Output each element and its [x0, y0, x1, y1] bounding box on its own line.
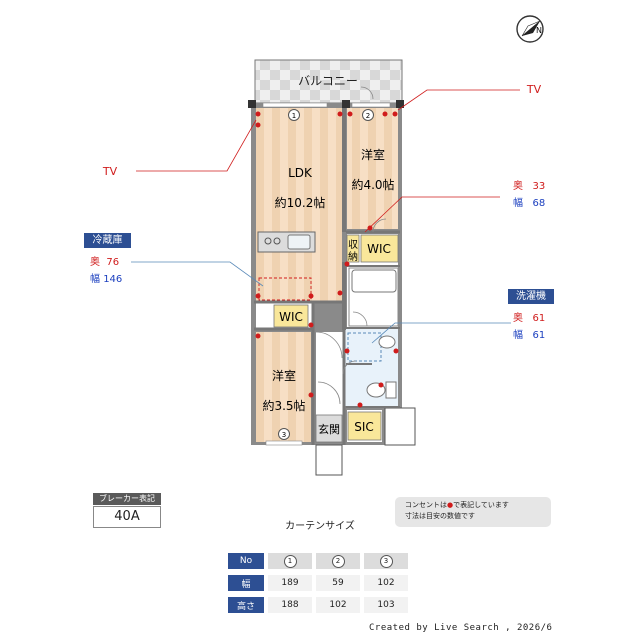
tv-right-label: TV: [526, 83, 542, 96]
western-room-1-floor: [347, 108, 398, 229]
balcony-area: [254, 59, 403, 104]
balcony-label: バルコニー: [298, 74, 358, 88]
bathtub: [351, 269, 397, 293]
storage-closet: [346, 234, 360, 263]
svg-text:N: N: [536, 26, 542, 35]
storage-label-1: 収: [348, 239, 358, 251]
entrance-label: 玄関: [318, 422, 340, 436]
room-dims-leader: [364, 196, 500, 233]
fridge-spot: [258, 277, 312, 301]
wic-1-label: WIC: [367, 242, 391, 256]
washer-spot: [347, 332, 382, 362]
breaker-label: ブレーカー表記: [93, 493, 161, 505]
table-row: 高さ 188 102 103: [228, 597, 408, 613]
wic-2: [273, 304, 309, 328]
breaker-value: 40A: [93, 506, 161, 528]
western-room-2-floor: [256, 332, 311, 442]
washer-title: 洗濯機: [508, 289, 554, 304]
ldk-size: 約10.2帖: [275, 195, 326, 210]
fridge-title: 冷蔵庫: [84, 233, 131, 248]
storage-label-2: 納: [348, 250, 358, 263]
window-marker-2: 2: [362, 109, 374, 121]
western-room-2-name: 洋室: [272, 368, 296, 383]
ldk-name: LDK: [288, 166, 313, 180]
tv-left-label: TV: [102, 165, 118, 178]
svg-text:2: 2: [366, 112, 370, 120]
western-room-1-size: 約4.0帖: [351, 177, 394, 192]
wic-1: [360, 234, 399, 263]
washer-leader: [371, 322, 511, 344]
tv-left-leader: [136, 119, 257, 172]
svg-text:3: 3: [282, 431, 286, 439]
sink: [378, 335, 396, 349]
window-marker-3: 3: [278, 428, 290, 440]
table-row: 幅 189 59 102: [228, 575, 408, 591]
room-dims-note: 奥 33 幅 68: [513, 181, 546, 209]
ldk-floor: [256, 108, 342, 301]
wic-2-label: WIC: [279, 310, 303, 324]
fridge-leader: [131, 261, 264, 287]
curtain-title: カーテンサイズ: [285, 521, 355, 532]
entrance: [315, 414, 343, 443]
svg-text:1: 1: [292, 112, 296, 120]
fridge-dims: 奥 76 幅 146: [90, 257, 123, 285]
western-room-1-name: 洋室: [361, 147, 385, 162]
window-marker-1: 1: [288, 109, 300, 121]
legend-note: コンセントは●で表記しています 寸法は目安の数値です: [395, 497, 551, 527]
western-room-2-size: 約3.5帖: [262, 398, 305, 413]
tv-right-leader: [397, 89, 520, 111]
curtain-table: No 1 2 3 幅 189 59 102 高さ 188 102 103: [224, 547, 412, 619]
table-row: No 1 2 3: [228, 553, 408, 569]
credit-line: Created by Live Search , 2026/6: [369, 623, 553, 633]
compass-icon: N: [516, 15, 544, 43]
washer-dims: 奥 61 幅 61: [513, 313, 546, 341]
sic: [347, 411, 382, 441]
outlet-icon: ●: [447, 501, 454, 509]
sic-label: SIC: [354, 420, 374, 434]
outlet-markers: [255, 111, 399, 408]
